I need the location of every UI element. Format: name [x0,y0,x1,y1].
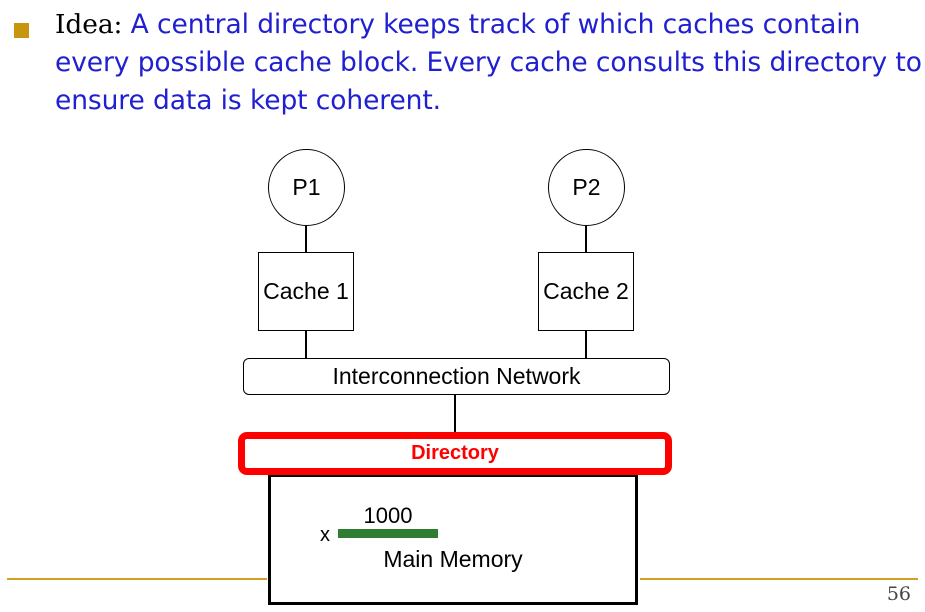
processor-node-p2: P2 [548,149,625,226]
wire-cache1-to-network [305,331,307,359]
interconnection-network-box: Interconnection Network [243,358,670,395]
cache-label-2: Cache 2 [543,278,629,304]
memory-value-bar [338,529,438,538]
cache-label-1: Cache 1 [263,278,349,304]
processor-node-p1: P1 [268,149,345,226]
wire-p1-to-cache1 [305,226,307,253]
wire-cache2-to-network [585,331,587,359]
cache-node-1: Cache 1 [258,252,354,331]
processor-label-p2: P2 [572,174,601,200]
memory-value-label: 1000 [363,503,413,528]
footer-rule-right [640,578,918,580]
page-number: 56 [886,583,911,605]
directory-label: Directory [411,442,499,464]
main-memory-label: Main Memory [383,546,523,572]
processor-label-p1: P1 [292,174,321,200]
bullet-square-icon [14,23,29,38]
memory-variable-label: x [320,524,330,546]
footer-rule-left [7,578,267,580]
cache-node-2: Cache 2 [538,252,634,331]
bullet-body-text: A central directory keeps track of which… [55,9,922,116]
bullet-text: Idea: A central directory keeps track of… [55,6,925,120]
interconnection-network-label: Interconnection Network [332,363,581,389]
wire-network-to-directory [454,395,456,433]
wire-p2-to-cache2 [585,226,587,253]
bullet-lead-label: Idea: [55,9,123,40]
directory-box: Directory [238,432,672,475]
main-memory-box: Main Memory [268,474,638,605]
